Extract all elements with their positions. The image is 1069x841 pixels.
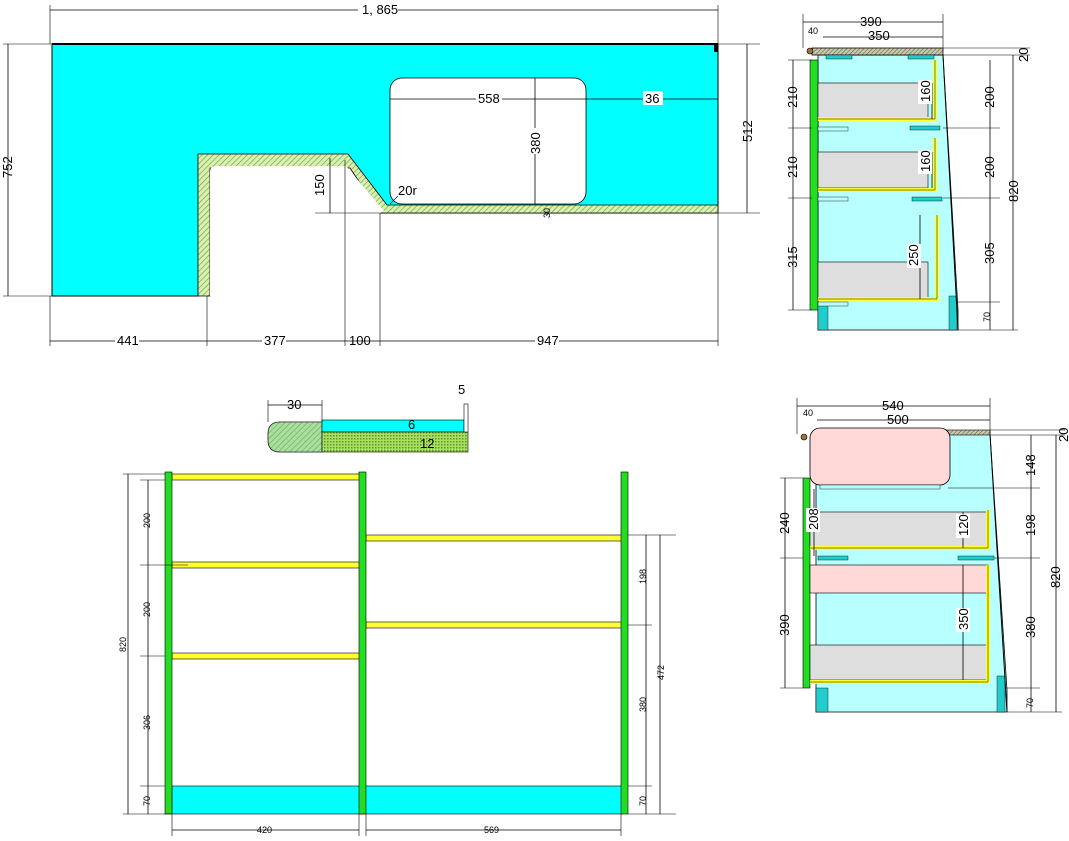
br-left-dim-2: 390 [777, 614, 792, 636]
br-edge: 40 [803, 408, 813, 418]
tr-inner-depth: 350 [868, 28, 890, 43]
br-right-dim-4: 70 [1025, 698, 1035, 708]
br-right-dim-3: 380 [1023, 616, 1038, 638]
tr-edge: 40 [808, 26, 818, 36]
front-elevation: 820 200 200 306 70 198 380 70 472 420 56… [118, 471, 676, 836]
edge-lip: 5 [458, 382, 465, 397]
br-inner-dim-1: 208 [806, 508, 821, 530]
plan-seg1: 441 [117, 333, 139, 348]
plan-total-depth: 752 [0, 156, 15, 178]
br-top-thickness: 20 [1056, 428, 1069, 442]
fe-right-dim-3: 70 [638, 796, 648, 806]
plan-view: 1, 865 752 512 558 36 380 30 150 20r 441 [0, 2, 760, 348]
fe-width-left: 420 [257, 825, 272, 835]
plan-seg3: 100 [349, 333, 371, 348]
br-inner-depth: 500 [887, 412, 909, 427]
section-top-right: 390 350 40 20 820 210 210 315 160 160 25… [785, 14, 1031, 331]
section-bottom-right: 540 500 40 20 820 240 390 208 120 350 14… [777, 398, 1069, 713]
counter-top [51, 43, 719, 297]
tr-left-dim-3: 315 [785, 246, 800, 268]
fe-left-dim-1: 200 [142, 513, 152, 528]
plan-sink-width: 558 [478, 91, 500, 106]
tr-drawer-3: 250 [906, 244, 921, 266]
tr-top-thickness: 20 [1016, 48, 1031, 62]
tr-outer-depth: 390 [860, 14, 882, 29]
edge-layer2: 12 [420, 436, 434, 451]
plan-sink-margin: 36 [645, 91, 659, 106]
fe-left-dim-3: 306 [142, 715, 152, 730]
tr-right-dim-2: 200 [982, 156, 997, 178]
plan-total-width: 1, 865 [362, 2, 398, 17]
tr-right-dim-4: 70 [982, 312, 992, 322]
plan-front-margin: 30 [542, 208, 552, 218]
br-height: 820 [1048, 566, 1063, 588]
fe-right-dim-1: 198 [638, 569, 648, 584]
fe-left-dim-2: 200 [142, 602, 152, 617]
fe-left-dim-4: 70 [142, 796, 152, 806]
br-outer-depth: 540 [882, 398, 904, 413]
edge-detail: 30 5 6 12 [267, 382, 469, 453]
plan-sink-depth: 380 [528, 132, 543, 154]
br-left-dim-1: 240 [777, 512, 792, 534]
tr-right-dim-3: 305 [982, 242, 997, 264]
br-inner-dim-2: 120 [956, 514, 971, 536]
fe-right-dim-2: 380 [638, 697, 648, 712]
tr-drawer-1: 160 [918, 80, 933, 102]
tr-left-dim-1: 210 [785, 86, 800, 108]
tr-left-dim-2: 210 [785, 156, 800, 178]
plan-cut-depth: 150 [312, 174, 327, 196]
br-right-dim-1: 148 [1023, 454, 1038, 476]
tr-right-dim-1: 200 [982, 86, 997, 108]
tr-drawer-2: 160 [918, 150, 933, 172]
fe-width-right: 569 [484, 825, 499, 835]
fe-right-total: 472 [656, 665, 666, 680]
fe-height: 820 [118, 637, 128, 652]
br-right-dim-2: 198 [1023, 514, 1038, 536]
sink-opening [389, 77, 587, 205]
plan-seg2: 377 [264, 333, 286, 348]
br-inner-dim-3: 350 [956, 608, 971, 630]
plan-seg4: 947 [537, 333, 559, 348]
tr-height: 820 [1006, 180, 1021, 202]
edge-width: 30 [287, 397, 301, 412]
edge-layer1: 6 [408, 417, 415, 432]
plan-right-depth: 512 [740, 120, 755, 142]
plan-corner-radius: 20r [398, 183, 417, 198]
